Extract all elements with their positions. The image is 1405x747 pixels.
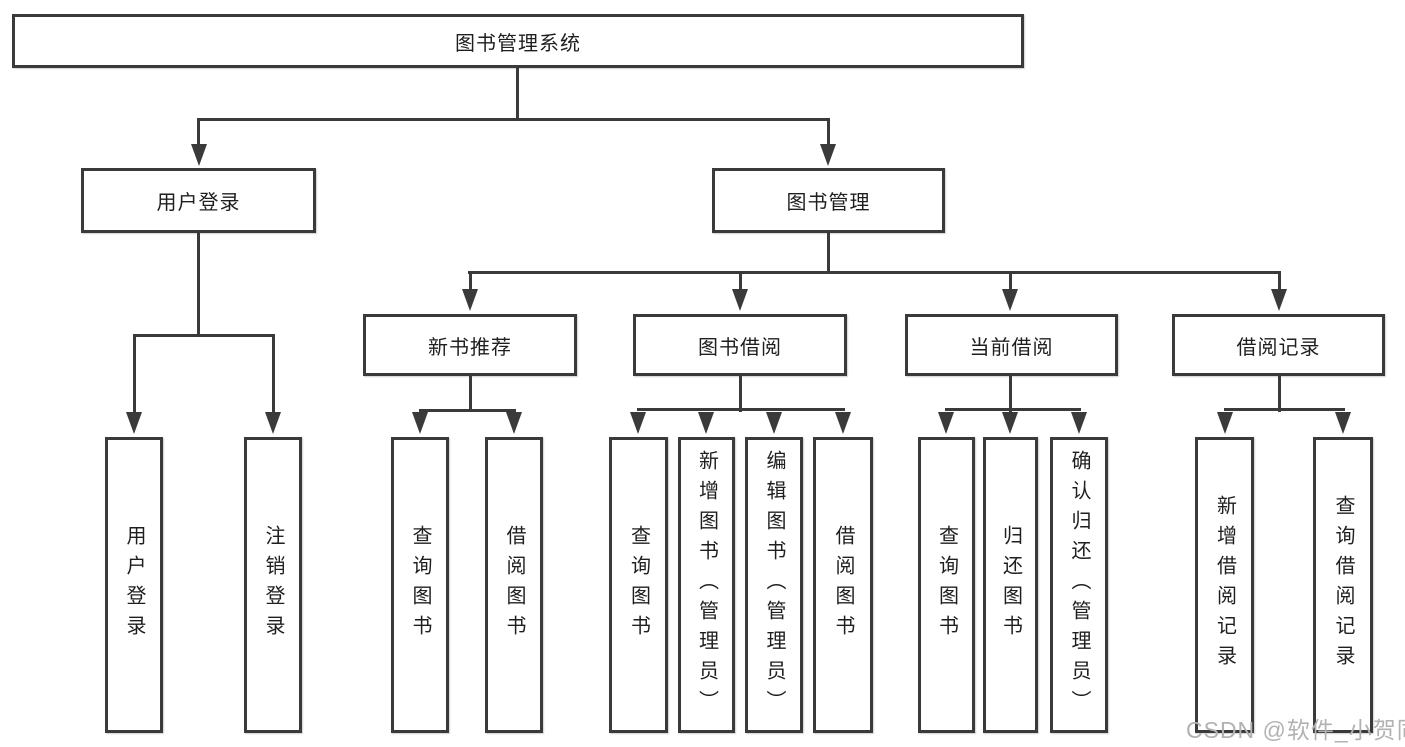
- arrow-to-book-borrow: [732, 289, 748, 311]
- leaf-query-books-1: 查询图书: [391, 437, 449, 733]
- arrow-to-book-management: [820, 144, 836, 166]
- connector-root-hline: [197, 118, 830, 121]
- connector-currentborrow-vline: [1009, 374, 1012, 412]
- leaf-return-books: 归还图书: [983, 437, 1038, 733]
- arrow-to-leaf-borrow-books-2: [835, 412, 851, 434]
- connector-bookmgmt-shaft-1: [469, 271, 472, 289]
- leaf-confirm-return-admin-label: 确认归还（管理员）: [1068, 450, 1090, 720]
- leaf-query-books-3-label: 查询图书: [935, 525, 958, 645]
- leaf-add-book-admin: 新增图书（管理员）: [678, 437, 735, 733]
- arrow-to-leaf-add-book: [698, 412, 714, 434]
- arrow-to-leaf-query-borrow-record: [1335, 412, 1351, 434]
- arrow-to-leaf-user-login: [126, 412, 142, 434]
- connector-bookborrow-hline: [637, 408, 845, 411]
- leaf-query-books-3: 查询图书: [918, 437, 975, 733]
- arrow-to-leaf-add-borrow-record: [1217, 412, 1233, 434]
- leaf-logout: 注销登录: [244, 437, 302, 733]
- leaf-query-books-2: 查询图书: [609, 437, 668, 733]
- node-root-label: 图书管理系统: [455, 32, 581, 55]
- leaf-query-borrow-record: 查询借阅记录: [1313, 437, 1373, 733]
- leaf-borrow-books-1-label: 借阅图书: [503, 525, 525, 645]
- connector-root-left-shaft: [197, 118, 200, 146]
- node-current-borrow: 当前借阅: [905, 314, 1118, 376]
- leaf-confirm-return-admin: 确认归还（管理员）: [1050, 437, 1108, 733]
- connector-newbooks-hline: [419, 409, 516, 412]
- connector-bookmgmt-shaft-3: [1009, 271, 1012, 289]
- arrow-to-leaf-confirm-return: [1071, 412, 1087, 434]
- connector-userlogin-right-shaft: [272, 334, 275, 413]
- connector-borrowrecords-vline: [1278, 374, 1281, 412]
- arrow-to-leaf-return-books: [1002, 412, 1018, 434]
- leaf-add-borrow-record-label: 新增借阅记录: [1213, 495, 1236, 675]
- arrow-to-current-borrow: [1002, 289, 1018, 311]
- connector-userlogin-left-shaft: [133, 334, 136, 413]
- node-borrow-records: 借阅记录: [1172, 314, 1385, 376]
- connector-bookmgmt-shaft-4: [1278, 271, 1281, 289]
- connector-newbooks-vline: [469, 374, 472, 412]
- connector-bookmgmt-hline: [468, 271, 1281, 274]
- leaf-user-login-label: 用户登录: [123, 525, 145, 645]
- arrow-to-leaf-query-books-1: [412, 412, 428, 434]
- connector-userlogin-vline: [197, 231, 200, 337]
- node-book-management: 图书管理: [712, 168, 945, 233]
- leaf-edit-book-admin: 编辑图书（管理员）: [745, 437, 803, 733]
- arrow-to-leaf-query-books-3: [938, 412, 954, 434]
- leaf-logout-label: 注销登录: [262, 525, 284, 645]
- node-book-borrow: 图书借阅: [633, 314, 847, 376]
- leaf-borrow-books-2: 借阅图书: [813, 437, 873, 733]
- connector-bookmgmt-shaft-2: [739, 271, 742, 289]
- arrow-to-leaf-logout: [265, 412, 281, 434]
- connector-userlogin-hline: [133, 334, 275, 337]
- arrow-to-user-login: [191, 144, 207, 166]
- arrow-to-borrow-records: [1271, 289, 1287, 311]
- leaf-borrow-books-1: 借阅图书: [485, 437, 543, 733]
- connector-currentborrow-hline: [945, 408, 1081, 411]
- arrow-to-leaf-borrow-books-1: [506, 412, 522, 434]
- arrow-to-leaf-edit-book: [766, 412, 782, 434]
- leaf-query-borrow-record-label: 查询借阅记录: [1332, 495, 1354, 675]
- connector-borrowrecords-hline: [1224, 408, 1345, 411]
- node-new-book-recommend: 新书推荐: [363, 314, 577, 376]
- node-borrow-records-label: 借阅记录: [1236, 336, 1321, 359]
- node-new-book-recommend-label: 新书推荐: [428, 336, 512, 359]
- connector-root-right-shaft: [827, 118, 830, 146]
- connector-bookborrow-vline: [739, 374, 742, 412]
- node-current-borrow-label: 当前借阅: [969, 336, 1054, 359]
- leaf-query-books-2-label: 查询图书: [627, 525, 650, 645]
- leaf-query-books-1-label: 查询图书: [409, 525, 431, 645]
- connector-root-vline: [516, 66, 519, 121]
- csdn-watermark: CSDN @软件_小贺同学: [1186, 717, 1405, 743]
- leaf-add-borrow-record: 新增借阅记录: [1195, 437, 1254, 733]
- arrow-to-new-book-recommend: [462, 289, 478, 311]
- leaf-user-login: 用户登录: [105, 437, 163, 733]
- connector-bookmgmt-vline: [827, 231, 830, 274]
- node-book-management-label: 图书管理: [786, 192, 871, 214]
- node-root: 图书管理系统: [12, 14, 1024, 68]
- leaf-borrow-books-2-label: 借阅图书: [832, 525, 854, 645]
- leaf-return-books-label: 归还图书: [999, 525, 1022, 645]
- leaf-edit-book-admin-label: 编辑图书（管理员）: [763, 450, 785, 720]
- node-user-login: 用户登录: [81, 168, 316, 233]
- node-user-login-label: 用户登录: [156, 192, 241, 214]
- leaf-add-book-admin-label: 新增图书（管理员）: [695, 450, 718, 720]
- node-book-borrow-label: 图书借阅: [698, 336, 782, 359]
- arrow-to-leaf-query-books-2: [630, 412, 646, 434]
